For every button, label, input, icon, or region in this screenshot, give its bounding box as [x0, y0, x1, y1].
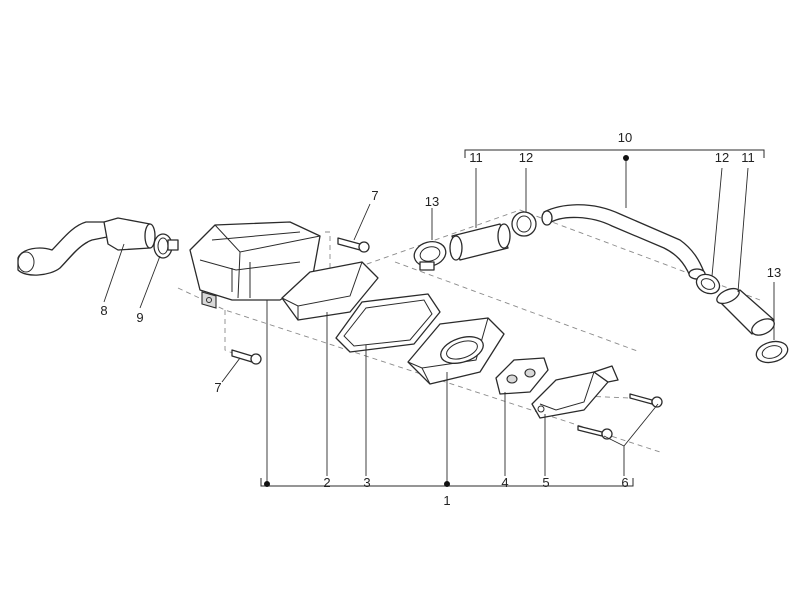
sleeve-part-11-upper: [449, 223, 511, 261]
callout-3: 3: [363, 475, 370, 490]
hose-part-8: [17, 217, 156, 276]
screw-part-6-upper: [629, 393, 663, 408]
seal-plate-part-4: [495, 357, 549, 395]
callout-12-lower: 12: [715, 150, 729, 165]
callout-labels: 1 2 3 4 5 6 7 7 8 9 10 11 11 12 12 13 13: [100, 130, 781, 508]
callout-4: 4: [501, 475, 508, 490]
callout-7-upper: 7: [371, 188, 378, 203]
group-bracket-part-10: [464, 149, 765, 158]
callout-8: 8: [100, 303, 107, 318]
filter-element-part-2: [281, 261, 379, 321]
airbox-cover: [407, 317, 505, 385]
callout-13-upper: 13: [425, 194, 439, 209]
dot-cover: [444, 481, 450, 487]
intake-fitting-part-5: [531, 365, 619, 419]
reference-dots: [264, 155, 629, 487]
callout-1: 1: [443, 493, 450, 508]
leader-lines: [103, 158, 775, 484]
callout-7-lower: 7: [214, 380, 221, 395]
clamp-part-12-upper: [511, 211, 537, 237]
callout-6: 6: [621, 475, 628, 490]
sleeve-part-11-lower: [716, 287, 775, 336]
breather-pipe-part-10: [541, 204, 706, 280]
callout-5: 5: [542, 475, 549, 490]
screw-part-7-upper: [337, 237, 370, 253]
dot-pipe: [623, 155, 629, 161]
clamp-part-12-lower: [695, 273, 721, 295]
gasket-part-3: [335, 293, 441, 353]
callout-11-upper: 11: [469, 150, 483, 165]
callout-10: 10: [618, 130, 632, 145]
clamp-part-9: [153, 233, 179, 259]
callout-9: 9: [136, 310, 143, 325]
callout-13-lower: 13: [767, 265, 781, 280]
callout-11-lower: 11: [741, 150, 755, 165]
hose-clamp-part-13-upper: [413, 241, 447, 271]
callout-12-upper: 12: [519, 150, 533, 165]
callout-2: 2: [323, 475, 330, 490]
hose-clamp-part-13-lower: [755, 340, 789, 364]
dot-airbox: [264, 481, 270, 487]
screw-part-7-lower: [231, 349, 262, 365]
